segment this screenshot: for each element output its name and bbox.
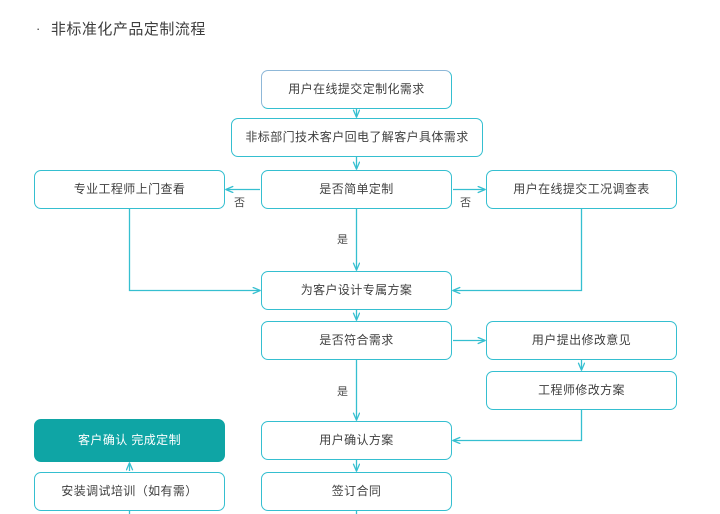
node-label: 用户提出修改意见: [531, 333, 632, 348]
edge-n9-n10: [453, 410, 583, 441]
node-customer-confirm-complete[interactable]: 客户确认 完成定制: [34, 419, 225, 462]
node-sign-contract[interactable]: 签订合同: [261, 472, 452, 511]
edge-n5-n6: [453, 209, 583, 291]
node-label: 是否符合需求: [319, 333, 394, 348]
node-user-confirm-plan[interactable]: 用户确认方案: [261, 421, 452, 460]
node-label: 用户确认方案: [319, 433, 394, 448]
edge-label-text: 否: [234, 197, 246, 209]
edge-label-yes-lower: 是: [337, 383, 348, 399]
node-decision-simple-customization[interactable]: 是否简单定制: [261, 170, 452, 209]
edge-label-text: 是: [337, 234, 349, 246]
node-label: 专业工程师上门查看: [73, 182, 186, 197]
page-title-text: 非标准化产品定制流程: [50, 21, 206, 38]
page-title: · 非标准化产品定制流程: [36, 18, 206, 39]
node-label: 非标部门技术客户回电了解客户具体需求: [245, 130, 469, 145]
node-label: 安装调试培训（如有需）: [61, 484, 198, 499]
node-engineer-onsite-inspection[interactable]: 专业工程师上门查看: [34, 170, 225, 209]
node-design-exclusive-plan[interactable]: 为客户设计专属方案: [261, 271, 452, 310]
node-user-submit-request[interactable]: 用户在线提交定制化需求: [261, 70, 452, 109]
edge-label-yes-upper: 是: [337, 231, 348, 247]
node-user-revision-feedback[interactable]: 用户提出修改意见: [486, 321, 677, 360]
node-label: 为客户设计专属方案: [300, 283, 413, 298]
node-label: 用户在线提交定制化需求: [288, 82, 425, 97]
node-engineer-revise-plan[interactable]: 工程师修改方案: [486, 371, 677, 410]
edge-label-no-right: 否: [460, 194, 471, 210]
edge-n4-n6: [128, 209, 261, 291]
edge-label-text: 否: [460, 197, 472, 209]
node-installation-training[interactable]: 安装调试培训（如有需）: [34, 472, 225, 511]
node-label: 用户在线提交工况调查表: [513, 182, 650, 197]
node-label: 是否简单定制: [319, 182, 394, 197]
node-department-callback[interactable]: 非标部门技术客户回电了解客户具体需求: [231, 118, 483, 157]
node-label: 签订合同: [331, 484, 382, 499]
node-decision-meets-requirements[interactable]: 是否符合需求: [261, 321, 452, 360]
edge-label-no-left: 否: [234, 194, 245, 210]
node-user-submit-survey-form[interactable]: 用户在线提交工况调查表: [486, 170, 677, 209]
node-label: 工程师修改方案: [538, 383, 625, 398]
edge-label-text: 是: [337, 386, 349, 398]
node-label: 客户确认 完成定制: [78, 433, 181, 448]
bullet-icon: ·: [36, 21, 41, 36]
